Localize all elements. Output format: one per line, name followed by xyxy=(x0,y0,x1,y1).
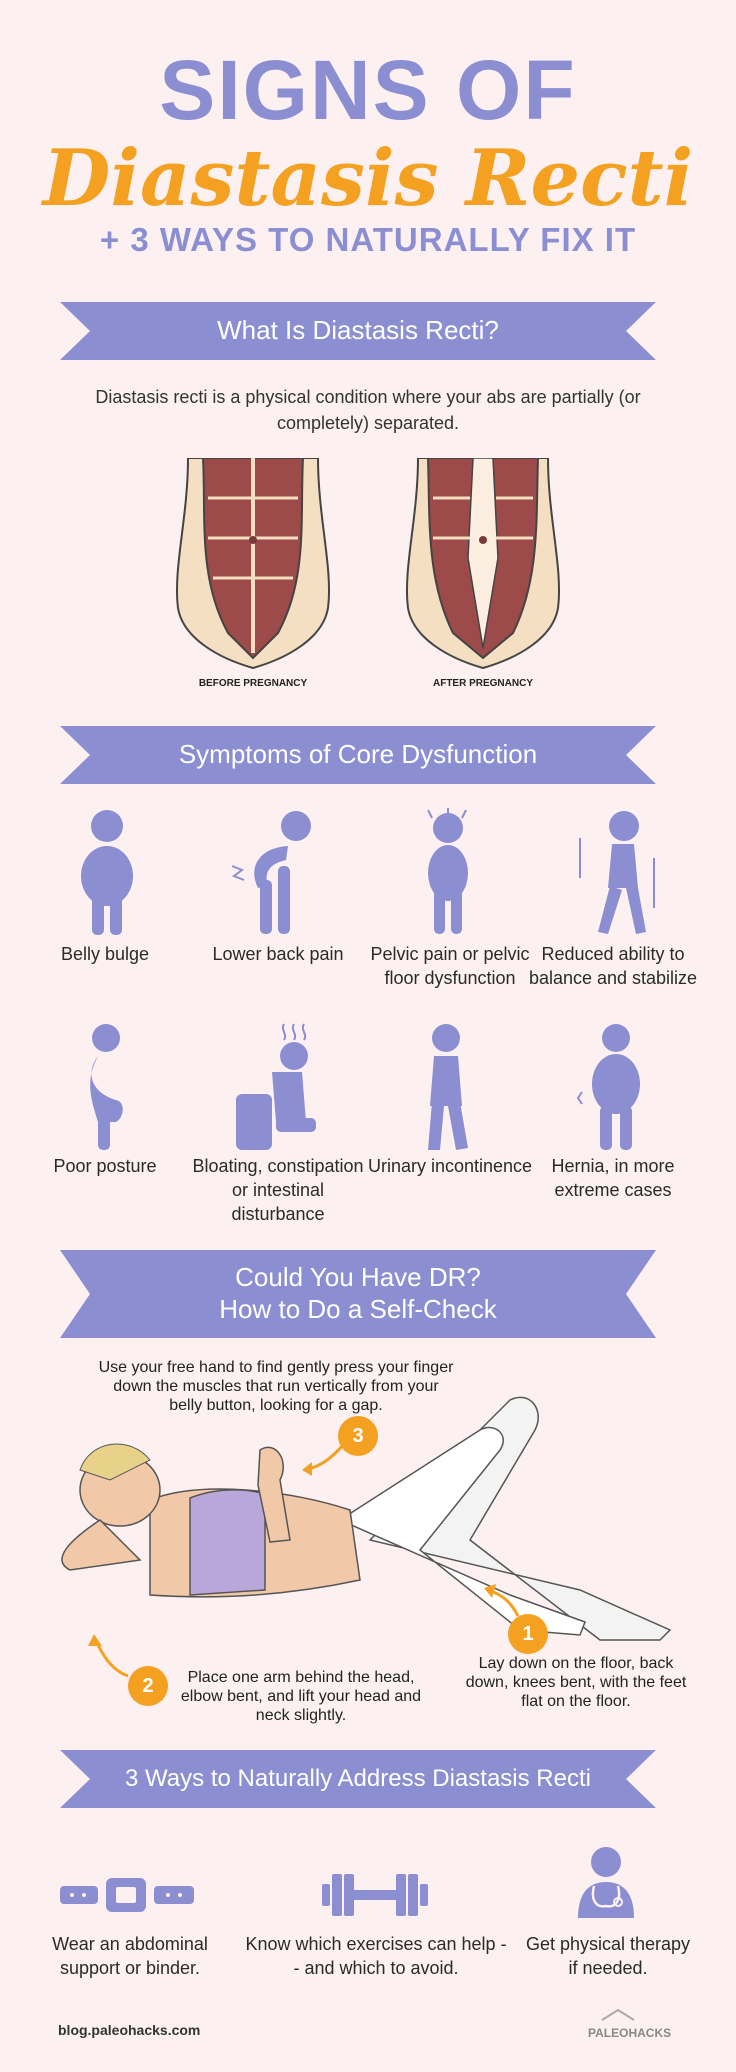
symptom-label: Pelvic pain or pelvic floor dysfunction xyxy=(370,944,530,988)
bloating-icon xyxy=(236,1023,316,1150)
title-line-3: + 3 WAYS TO NATURALLY FIX IT xyxy=(99,221,637,258)
step-3-badge: 3 xyxy=(338,1416,378,1456)
ribbon-shape xyxy=(60,1250,656,1338)
banner-self-check-line-1: Could You Have DR? xyxy=(235,1262,481,1292)
pelvic-pain-icon xyxy=(427,808,468,934)
symptom-label: Urinary incontinence xyxy=(367,1156,533,1176)
step-3-arrow-icon xyxy=(302,1443,346,1476)
title-line-2: Diastasis Recti xyxy=(42,133,694,224)
symptom-label: Reduced ability to balance and stabilize xyxy=(528,944,698,988)
banner-self-check: Could You Have DR? How to Do a Self-Chec… xyxy=(60,1250,656,1338)
step-1-badge: 1 xyxy=(508,1614,548,1654)
way-label: Get physical therapy if needed. xyxy=(525,1934,691,1978)
hernia-icon xyxy=(576,1024,640,1150)
step-2-arrow-icon xyxy=(88,1634,129,1678)
step-1-arrow-icon xyxy=(484,1584,520,1617)
banner-three-ways: 3 Ways to Naturally Address Diastasis Re… xyxy=(60,1750,656,1808)
banner-what-is-text: What Is Diastasis Recti? xyxy=(217,315,499,345)
brand-logo-text: PALEOHACKS xyxy=(588,2026,672,2040)
urinary-incontinence-icon xyxy=(428,1024,468,1150)
ribbon-shape xyxy=(60,726,656,784)
self-check-illustration xyxy=(61,1396,672,1641)
step-1-text: Lay down on the floor, back down, knees … xyxy=(465,1655,687,1710)
site-url: blog.paleohacks.com xyxy=(58,2022,201,2038)
paleohacks-logo-icon xyxy=(601,2008,635,2021)
torso-before-illustration xyxy=(175,458,331,670)
way-label: Know which exercises can help -- and whi… xyxy=(245,1934,507,1978)
way-label: Wear an abdominal support or binder. xyxy=(52,1934,208,1978)
symptom-label: Lower back pain xyxy=(212,944,344,964)
banner-symptoms: Symptoms of Core Dysfunction xyxy=(60,726,656,784)
symptom-label: Belly bulge xyxy=(60,944,150,964)
banner-three-ways-text: 3 Ways to Naturally Address Diastasis Re… xyxy=(125,1765,591,1792)
balance-icon xyxy=(579,811,655,934)
symptom-label: Bloating, constipation or intestinal dis… xyxy=(192,1156,364,1224)
banner-symptoms-text: Symptoms of Core Dysfunction xyxy=(178,739,538,769)
symptom-label: Hernia, in more extreme cases xyxy=(551,1156,675,1200)
banner-self-check-line-2: How to Do a Self-Check xyxy=(219,1294,497,1324)
description-text: Diastasis recti is a physical condition … xyxy=(95,387,641,433)
after-pregnancy-label: AFTER PREGNANCY xyxy=(432,678,533,689)
poor-posture-icon xyxy=(90,1024,123,1150)
dumbbell-icon xyxy=(322,1874,428,1916)
ribbon-shape xyxy=(60,302,656,360)
title-line-1: SIGNS OF xyxy=(159,43,577,137)
belt-icon xyxy=(60,1878,194,1912)
banner-what-is: What Is Diastasis Recti? xyxy=(60,302,656,360)
doctor-icon xyxy=(578,1847,634,1918)
step-2-text: Place one arm behind the head, elbow ben… xyxy=(180,1669,422,1724)
step-2-badge: 2 xyxy=(128,1666,168,1706)
torso-after-illustration xyxy=(405,458,561,670)
symptom-label: Poor posture xyxy=(53,1156,157,1176)
step-3-text: Use your free hand to find gently press … xyxy=(98,1359,454,1414)
before-pregnancy-label: BEFORE PREGNANCY xyxy=(198,678,308,689)
ribbon-shape xyxy=(60,1750,656,1808)
belly-bulge-icon xyxy=(81,810,133,935)
lower-back-pain-icon xyxy=(231,811,311,934)
